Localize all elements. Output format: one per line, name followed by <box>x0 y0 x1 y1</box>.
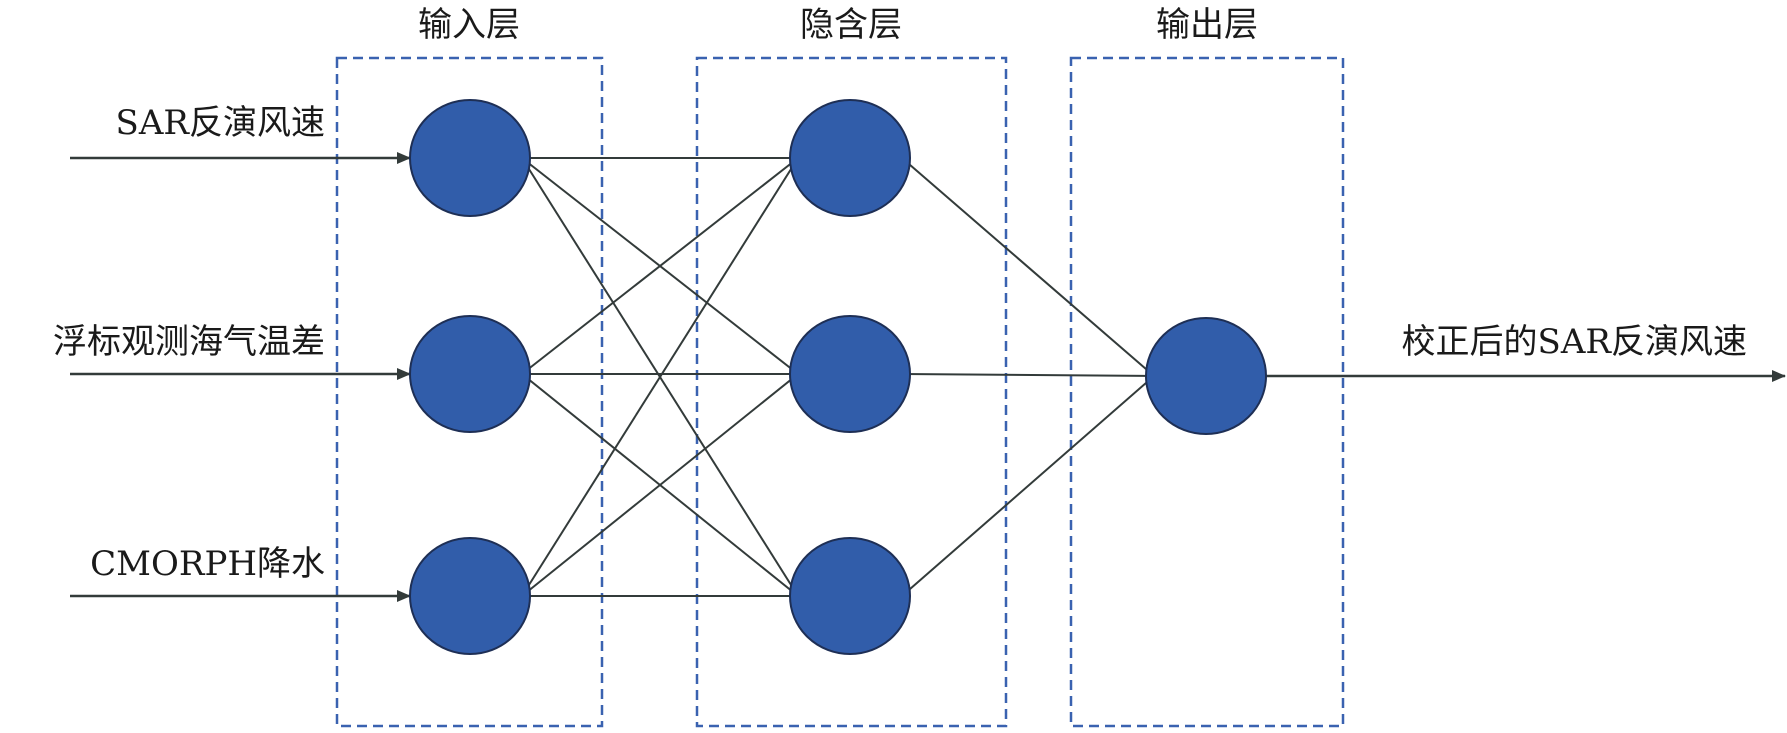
input-label-sea-air-temp-diff: 浮标观测海气温差 <box>53 322 325 362</box>
network-nodes <box>409 99 1267 655</box>
hidden-node-3 <box>789 537 911 655</box>
output-node-1 <box>1145 317 1267 435</box>
input-node-2 <box>409 315 531 433</box>
input-layer-title: 输入层 <box>418 5 520 45</box>
input-node-3 <box>409 537 531 655</box>
hidden-layer-box <box>695 56 1008 728</box>
hidden-node-2 <box>789 315 911 433</box>
input-node-1 <box>409 99 531 217</box>
edge-l2-n1-to-n1 <box>901 157 1155 377</box>
output-layer-box <box>1069 56 1345 728</box>
hidden-node-1 <box>789 99 911 217</box>
edge-l1-n3-to-n2 <box>521 373 799 597</box>
output-label: 校正后的SAR反演风速 <box>1402 322 1747 362</box>
connection-edges <box>521 157 1155 597</box>
edge-l2-n3-to-n1 <box>901 375 1155 597</box>
output-layer-title: 输出层 <box>1156 5 1258 45</box>
edge-l2-n2-to-n1 <box>901 373 1155 377</box>
edge-l1-n3-to-n1 <box>521 157 799 597</box>
input-label-cmorph-precip: CMORPH降水 <box>90 544 325 584</box>
edge-l1-n2-to-n1 <box>521 157 799 375</box>
hidden-layer-title: 隐含层 <box>800 5 902 45</box>
input-layer-box <box>335 56 604 728</box>
input-label-sar-wind: SAR反演风速 <box>116 103 325 143</box>
